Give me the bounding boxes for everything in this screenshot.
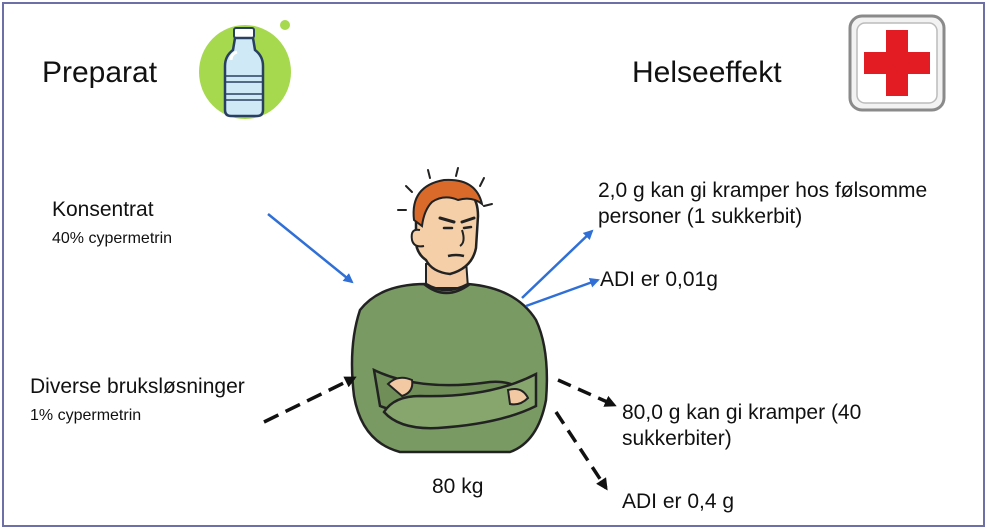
arrow-person-to-cramps: [522, 231, 592, 298]
arrow-solutions-to-person: [264, 378, 354, 422]
arrow-person-to-solution-cramps: [558, 380, 614, 405]
arrow-concentrate-to-person: [268, 214, 352, 282]
arrow-person-to-solution-adi: [556, 412, 606, 488]
